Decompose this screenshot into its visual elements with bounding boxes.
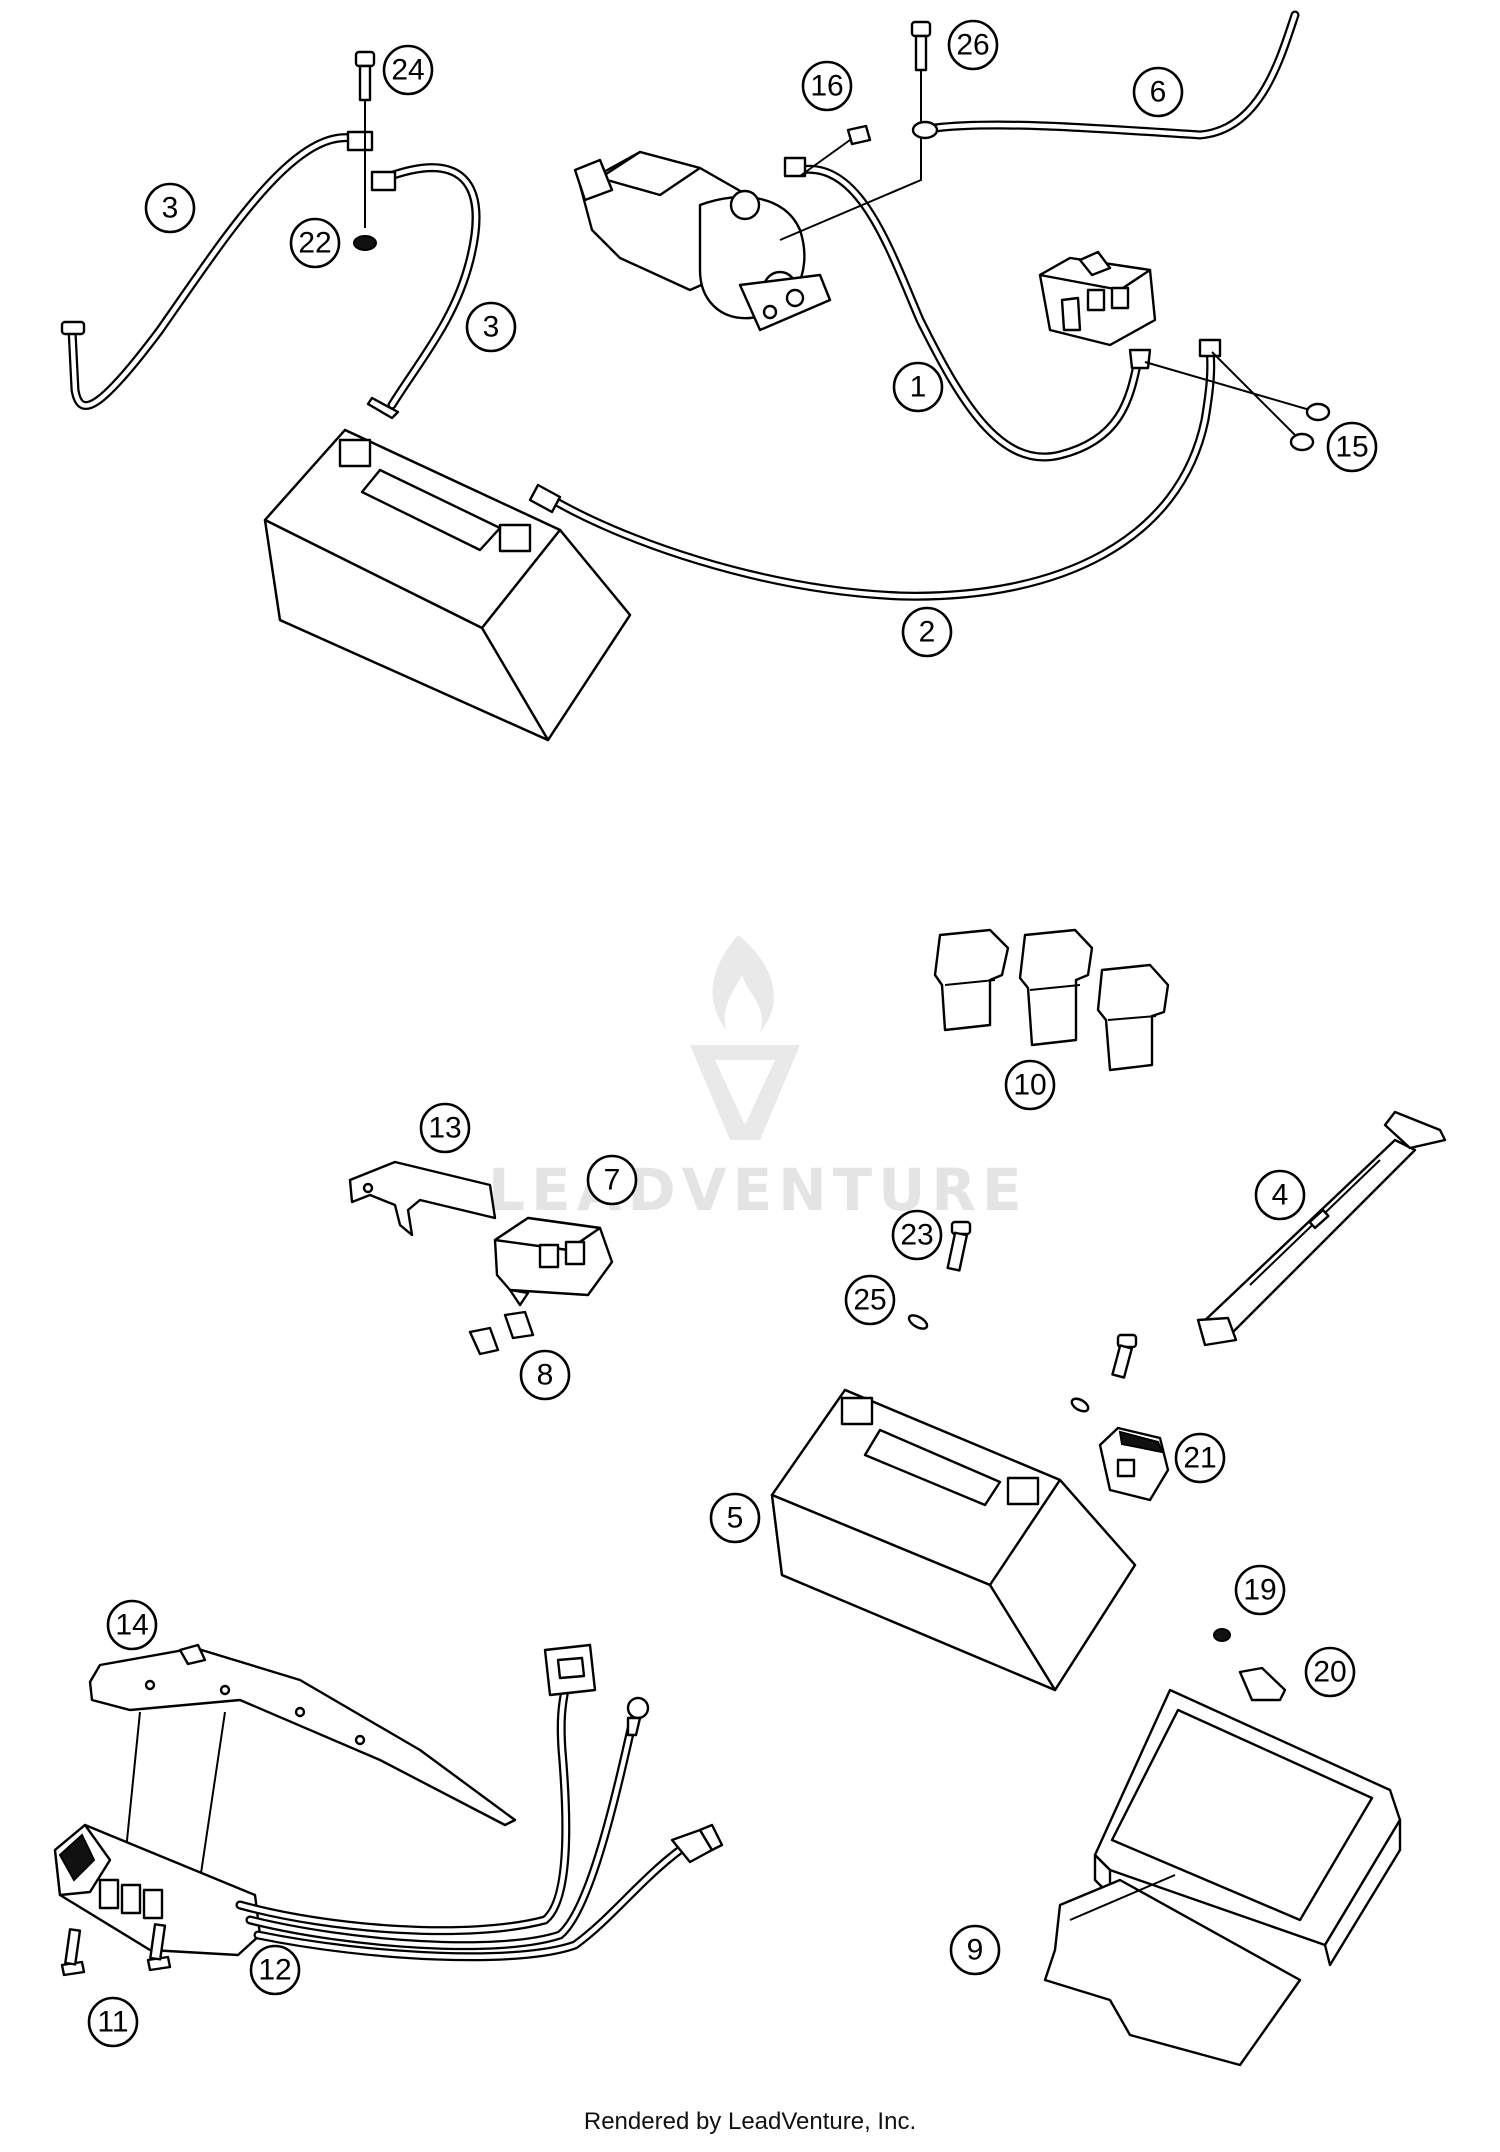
callout-2-label: 2 bbox=[919, 616, 936, 649]
part-12-wiring bbox=[235, 1643, 724, 1962]
callout-6-label: 6 bbox=[1150, 76, 1167, 109]
callout-22-label: 22 bbox=[298, 227, 331, 260]
part-3-cable-2 bbox=[366, 163, 481, 420]
terminal-screw bbox=[1070, 1333, 1138, 1413]
callout-5: 5 bbox=[709, 1492, 761, 1544]
part-19-screw bbox=[1213, 1628, 1231, 1642]
callout-3-label: 3 bbox=[162, 192, 179, 225]
callout-14: 14 bbox=[106, 1599, 158, 1651]
part-6-cable bbox=[911, 10, 1300, 140]
part-14-plate bbox=[88, 1643, 517, 1881]
watermark: LEADVENTURE bbox=[488, 935, 1028, 1224]
callout-4-label: 4 bbox=[1272, 1179, 1289, 1212]
callout-24: 24 bbox=[382, 44, 434, 96]
callout-21: 21 bbox=[1174, 1432, 1226, 1484]
part-24-bolt bbox=[354, 50, 376, 102]
callout-14-label: 14 bbox=[115, 1609, 148, 1642]
callout-3: 3 bbox=[144, 182, 196, 234]
callout-19: 19 bbox=[1234, 1564, 1286, 1616]
callout-2: 2 bbox=[901, 606, 953, 658]
footer-credit: Rendered by LeadVenture, Inc. bbox=[583, 2108, 917, 2135]
callout-9-label: 9 bbox=[967, 1934, 984, 1967]
callout-1-label: 1 bbox=[910, 371, 927, 404]
callout-1: 1 bbox=[892, 361, 944, 413]
callout-13: 13 bbox=[419, 1102, 471, 1154]
callout-15: 15 bbox=[1326, 421, 1378, 473]
part-5-battery bbox=[770, 1388, 1137, 1692]
part-13-bracket bbox=[348, 1160, 497, 1237]
callout-10: 10 bbox=[1004, 1059, 1056, 1111]
part-12-regulator bbox=[53, 1823, 262, 1957]
part-21-terminal-cover bbox=[1098, 1426, 1170, 1502]
callout-25: 25 bbox=[844, 1274, 896, 1326]
part-1-cable bbox=[783, 156, 1152, 462]
callout-12-label: 12 bbox=[258, 1954, 291, 1987]
callout-20-label: 20 bbox=[1313, 1656, 1346, 1689]
part-22-nut bbox=[353, 100, 377, 251]
battery-top bbox=[263, 428, 632, 742]
callout-5-label: 5 bbox=[727, 1502, 744, 1535]
part-15-bolts bbox=[1144, 351, 1331, 452]
callout-10-label: 10 bbox=[1013, 1069, 1046, 1102]
starter-motor bbox=[573, 150, 832, 332]
part-10-fuses bbox=[933, 928, 1170, 1072]
callout-11-label: 11 bbox=[97, 2006, 128, 2039]
callout-8: 8 bbox=[519, 1349, 571, 1401]
part-2-cable bbox=[528, 338, 1222, 601]
part-26-bolt bbox=[779, 20, 932, 241]
callout-7-label: 7 bbox=[604, 1164, 621, 1197]
callout-15-label: 15 bbox=[1335, 431, 1368, 464]
watermark-v-icon bbox=[690, 1045, 800, 1140]
callout-26-label: 26 bbox=[956, 29, 989, 62]
callout-7: 7 bbox=[586, 1154, 638, 1206]
callout-21-label: 21 bbox=[1183, 1442, 1216, 1475]
part-4-strap bbox=[1196, 1110, 1447, 1347]
part-3-cable bbox=[60, 130, 374, 410]
callout-12: 12 bbox=[249, 1944, 301, 1996]
part-25-nut bbox=[907, 1314, 929, 1330]
callout-24-label: 24 bbox=[391, 54, 424, 87]
part-7-relay bbox=[493, 1216, 614, 1307]
callout-3-second: 3 bbox=[465, 301, 517, 353]
watermark-text: LEADVENTURE bbox=[488, 1156, 1028, 1224]
callout-3-second-label: 3 bbox=[483, 311, 500, 344]
callout-11: 11 bbox=[87, 1996, 139, 2048]
callout-6: 6 bbox=[1132, 66, 1184, 118]
part-8-clips bbox=[468, 1310, 535, 1356]
part-11-screws bbox=[60, 1923, 172, 1977]
part-16-screw bbox=[799, 124, 872, 177]
starter-relay-top bbox=[1038, 250, 1157, 347]
part-20-clip bbox=[1238, 1666, 1287, 1702]
part-9-battery-tray bbox=[1043, 1688, 1402, 2067]
callout-23: 23 bbox=[891, 1209, 943, 1261]
callout-22: 22 bbox=[289, 217, 341, 269]
callout-23-label: 23 bbox=[900, 1219, 933, 1252]
callout-26: 26 bbox=[947, 19, 999, 71]
callout-16: 16 bbox=[801, 60, 853, 112]
part-23-screw bbox=[946, 1220, 972, 1272]
callout-25-label: 25 bbox=[853, 1284, 886, 1317]
callout-16-label: 16 bbox=[810, 70, 843, 103]
callout-19-label: 19 bbox=[1243, 1574, 1276, 1607]
callout-4: 4 bbox=[1254, 1169, 1306, 1221]
callout-20: 20 bbox=[1304, 1646, 1356, 1698]
callout-8-label: 8 bbox=[537, 1359, 554, 1392]
callout-13-label: 13 bbox=[428, 1112, 461, 1145]
watermark-flame-icon bbox=[712, 935, 774, 1032]
callout-9: 9 bbox=[949, 1924, 1001, 1976]
